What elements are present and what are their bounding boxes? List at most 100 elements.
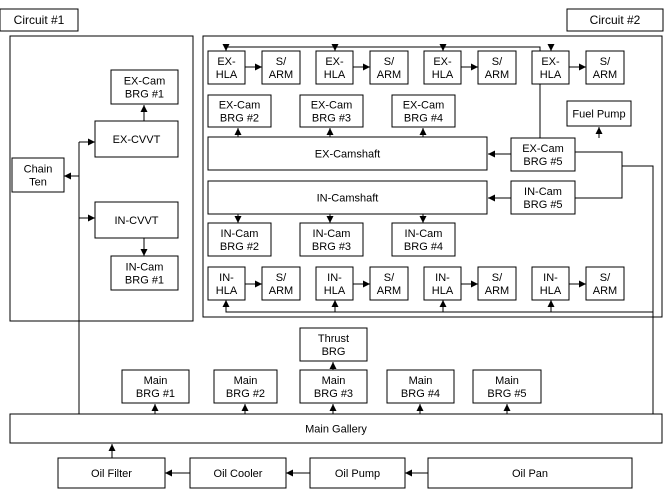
fuel-pump-box bbox=[566, 100, 632, 127]
main-brg4-label: Main bbox=[409, 375, 433, 387]
s-arm-ex-4-label: ARM bbox=[593, 69, 617, 81]
s-arm-in-4-box bbox=[585, 266, 625, 301]
circuit-1-frame bbox=[9, 35, 194, 322]
ex-cam-brg2-label: EX-Cam bbox=[219, 100, 261, 112]
oil-pump-box bbox=[309, 457, 406, 489]
flow-connector bbox=[622, 165, 654, 312]
in-hla-3-label: IN- bbox=[435, 272, 450, 284]
circuit-2-frame bbox=[202, 35, 663, 318]
ex-cam-brg2-box bbox=[207, 94, 272, 128]
ex-hla-2-label: HLA bbox=[324, 69, 346, 81]
s-arm-in-1-node: S/ARM bbox=[261, 266, 301, 301]
in-cam-brg4-label: BRG #4 bbox=[404, 241, 443, 253]
ex-hla-3-node: EX-HLA bbox=[423, 50, 462, 85]
ex-cam-brg5-box bbox=[510, 137, 576, 172]
ex-cam-brg3-box bbox=[299, 94, 364, 128]
flow-connector bbox=[575, 166, 623, 199]
thrust-brg-box bbox=[299, 327, 368, 362]
ex-hla-4-node: EX-HLA bbox=[531, 50, 570, 85]
in-cam-brg2-label: BRG #2 bbox=[220, 241, 259, 253]
s-arm-in-1-label: S/ bbox=[276, 272, 287, 284]
in-hla-4-label: HLA bbox=[540, 285, 562, 297]
ex-cam-brg5-label: EX-Cam bbox=[522, 143, 564, 155]
chain-ten-label: Ten bbox=[29, 177, 47, 189]
ex-cam-brg1-box bbox=[110, 69, 179, 105]
ex-cam-brg2-label: BRG #2 bbox=[220, 113, 259, 125]
s-arm-ex-2-label: ARM bbox=[377, 69, 401, 81]
ex-cvvt-node: EX-CVVT bbox=[94, 120, 179, 158]
in-cvvt-label: IN-CVVT bbox=[115, 215, 159, 227]
main-brg2-label: BRG #2 bbox=[226, 388, 265, 400]
s-arm-in-4-label: S/ bbox=[600, 272, 611, 284]
main-gallery-box bbox=[9, 413, 663, 444]
ex-cam-brg4-box bbox=[391, 94, 456, 128]
s-arm-in-3-box bbox=[477, 266, 517, 301]
flow-connector bbox=[575, 151, 623, 166]
in-hla-2-box bbox=[315, 266, 354, 301]
ex-hla-2-node: EX-HLA bbox=[315, 50, 354, 85]
in-cvvt-node: IN-CVVT bbox=[94, 201, 179, 239]
oil-cooler-label: Oil Cooler bbox=[214, 468, 263, 480]
in-cam-brg5-label: IN-Cam bbox=[524, 186, 562, 198]
thrust-brg-label: BRG bbox=[322, 346, 346, 358]
main-gallery-node: Main Gallery bbox=[9, 413, 663, 444]
ex-hla-1-node: EX-HLA bbox=[207, 50, 246, 85]
chain-ten-box bbox=[11, 157, 65, 193]
main-brg4-label: BRG #4 bbox=[401, 388, 440, 400]
s-arm-in-4-label: ARM bbox=[593, 285, 617, 297]
in-hla-1-node: IN-HLA bbox=[207, 266, 246, 301]
ex-hla-2-box bbox=[315, 50, 354, 85]
in-cam-brg1-label: BRG #1 bbox=[125, 275, 164, 287]
main-brg5-label: Main bbox=[495, 375, 519, 387]
main-brg3-label: BRG #3 bbox=[314, 388, 353, 400]
ex-cam-brg1-label: EX-Cam bbox=[124, 76, 166, 88]
in-cam-brg2-label: IN-Cam bbox=[221, 228, 259, 240]
ex-camshaft-node: EX-Camshaft bbox=[207, 136, 488, 171]
main-brg3-box bbox=[299, 369, 368, 404]
in-cam-brg4-label: IN-Cam bbox=[405, 228, 443, 240]
ex-cvvt-box bbox=[94, 120, 179, 158]
s-arm-in-4-node: S/ARM bbox=[585, 266, 625, 301]
in-camshaft-label: IN-Camshaft bbox=[317, 193, 379, 205]
ex-camshaft-label: EX-Camshaft bbox=[315, 149, 380, 161]
flow-connector bbox=[222, 44, 541, 138]
s-arm-in-2-box bbox=[369, 266, 409, 301]
ex-cvvt-label: EX-CVVT bbox=[113, 134, 161, 146]
in-hla-4-box bbox=[531, 266, 570, 301]
fuel-pump-node: Fuel Pump bbox=[566, 100, 632, 127]
s-arm-ex-3-node: S/ARM bbox=[477, 50, 517, 85]
in-cam-brg1-label: IN-Cam bbox=[126, 262, 164, 274]
s-arm-ex-3-label: ARM bbox=[485, 69, 509, 81]
in-cam-brg5-box bbox=[510, 180, 576, 215]
in-camshaft-box bbox=[207, 180, 488, 215]
ex-cam-brg3-label: BRG #3 bbox=[312, 113, 351, 125]
ex-hla-1-box bbox=[207, 50, 246, 85]
chain-ten-label: Chain bbox=[24, 164, 53, 176]
s-arm-in-3-label: S/ bbox=[492, 272, 503, 284]
circuit-1-label-box bbox=[0, 8, 79, 32]
ex-hla-4-label: EX- bbox=[541, 56, 560, 68]
in-cam-brg3-label: IN-Cam bbox=[313, 228, 351, 240]
oil-filter-node: Oil Filter bbox=[57, 457, 166, 489]
main-brg2-box bbox=[213, 369, 278, 404]
ex-hla-3-label: EX- bbox=[433, 56, 452, 68]
main-brg5-label: BRG #5 bbox=[487, 388, 526, 400]
s-arm-ex-4-node: S/ARM bbox=[585, 50, 625, 85]
in-hla-3-box bbox=[423, 266, 462, 301]
s-arm-in-1-label: ARM bbox=[269, 285, 293, 297]
in-cam-brg3-label: BRG #3 bbox=[312, 241, 351, 253]
in-hla-1-box bbox=[207, 266, 246, 301]
s-arm-ex-3-box bbox=[477, 50, 517, 85]
